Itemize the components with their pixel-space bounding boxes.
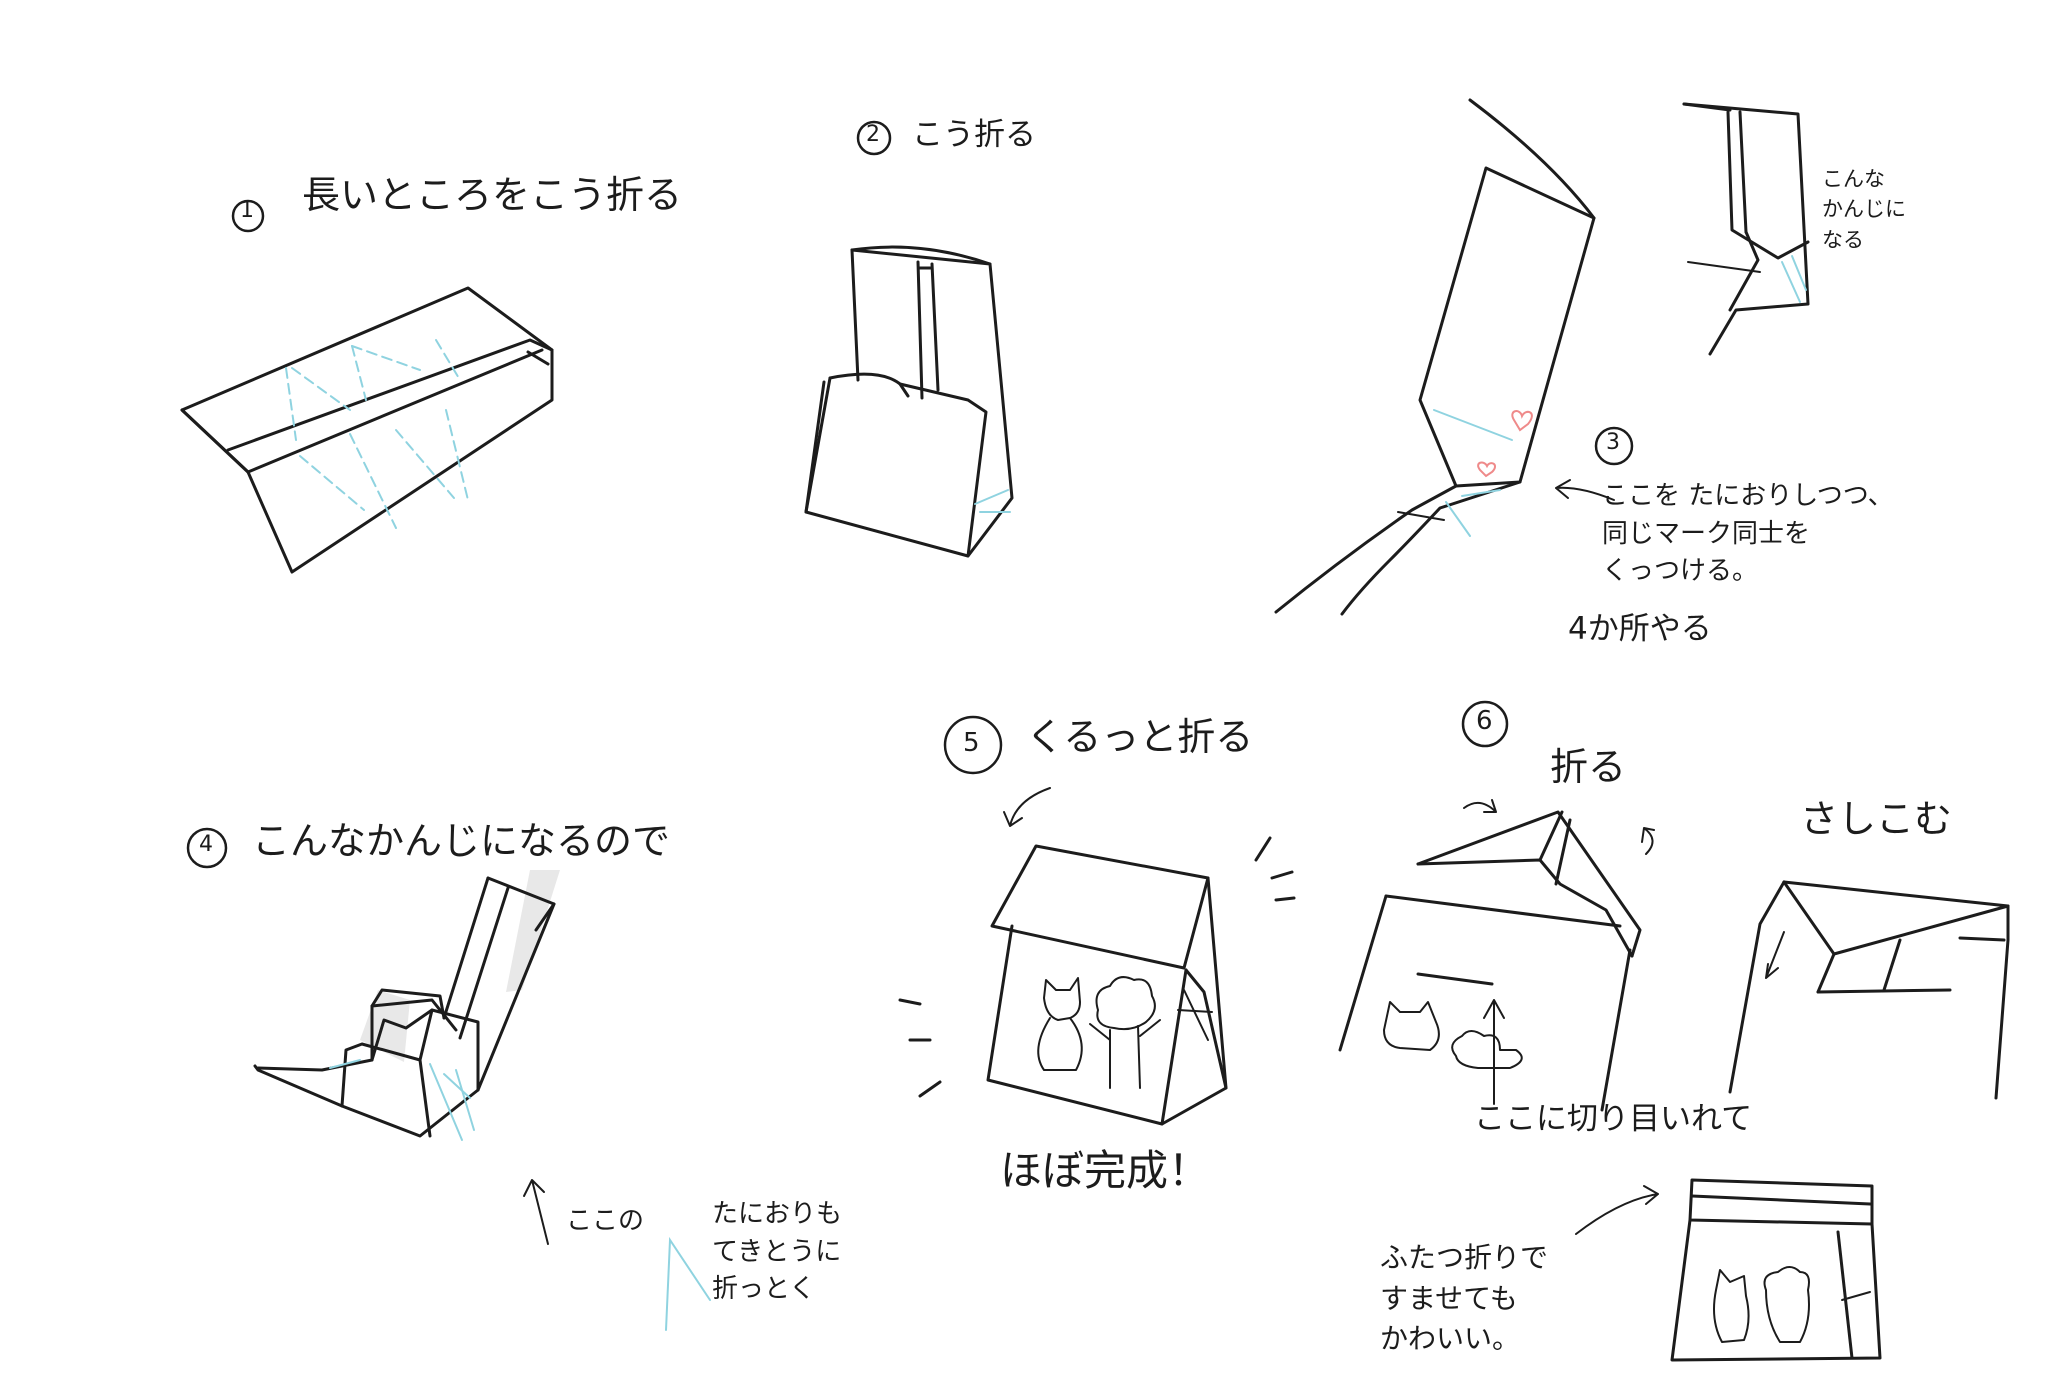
step-6-fold: 折る [1550, 745, 1627, 789]
step-1-figure [180, 286, 554, 574]
sheep-icon [1089, 976, 1161, 1089]
heart-icon [1511, 410, 1533, 432]
step-3-side-figure [1682, 102, 1810, 356]
cat-icon [1037, 977, 1083, 1071]
step-6-figure-fold [1338, 799, 1655, 1112]
step-4-number: 4 [199, 832, 213, 857]
heart-icon [1477, 461, 1497, 478]
straight-arrow-icon [523, 1179, 549, 1245]
straight-arrow-icon [1483, 999, 1505, 1105]
step-5-title: くるっと折る [1026, 715, 1254, 759]
step-5-figure [898, 787, 1296, 1126]
step-4-pointer: ここの [566, 1206, 645, 1236]
step-4-legend: たにおりも てきとうに 折っとく [712, 1199, 843, 1305]
curved-arrow-icon [1641, 827, 1655, 855]
step-3-note: ここを たにおりしつつ、 同じマーク同士を くっつける。 [1602, 481, 1894, 587]
step-6-circle [1461, 700, 1509, 748]
step-5-circle [943, 715, 1003, 775]
curved-arrow-icon [1575, 1185, 1659, 1235]
step-6-insert: さしこむ [1800, 797, 1953, 841]
step-6-figure-alt [1575, 1178, 1882, 1362]
step-6-cut: ここに切り目いれて [1474, 1101, 1753, 1137]
step-2-title: こう折る [912, 117, 1036, 153]
straight-arrow-icon [1765, 931, 1785, 979]
step-2-circle [856, 120, 892, 156]
step-6-figure-insert [1728, 880, 2010, 1100]
sheep-icon [1451, 1030, 1523, 1069]
step-6-number: 6 [1476, 706, 1493, 736]
cat-icon [1383, 1001, 1440, 1051]
step-4-title: こんなかんじになるので [252, 819, 671, 863]
cat-icon [1713, 1269, 1750, 1343]
curved-arrow-icon [1003, 787, 1051, 827]
step-5-number: 5 [963, 728, 980, 758]
step-2-number: 2 [866, 122, 880, 147]
step-4-figure [253, 870, 711, 1331]
curved-arrow-icon [1555, 479, 1615, 501]
sheep-icon [1763, 1266, 1810, 1343]
step-1-circle [231, 199, 265, 233]
valley-fold-icon [665, 1236, 711, 1331]
step-3-side-note: こんな かんじに なる [1822, 167, 1906, 252]
step-3-repeat: 4か所やる [1568, 611, 1712, 647]
step-3-figure [1274, 98, 1615, 616]
step-3-number: 3 [1606, 430, 1620, 455]
curved-arrow-icon [1463, 799, 1497, 813]
step-6-alt: ふたつ折りで すませても かわいい。 [1380, 1241, 1549, 1356]
step-1-number: 1 [240, 198, 254, 223]
step-2-figure [804, 245, 1014, 558]
step-1-title: 長いところをこう折る [302, 173, 683, 217]
step-3-circle [1594, 426, 1634, 466]
step-5-result: ほぼ完成！ [1000, 1146, 1211, 1195]
step-4-circle [186, 827, 228, 869]
